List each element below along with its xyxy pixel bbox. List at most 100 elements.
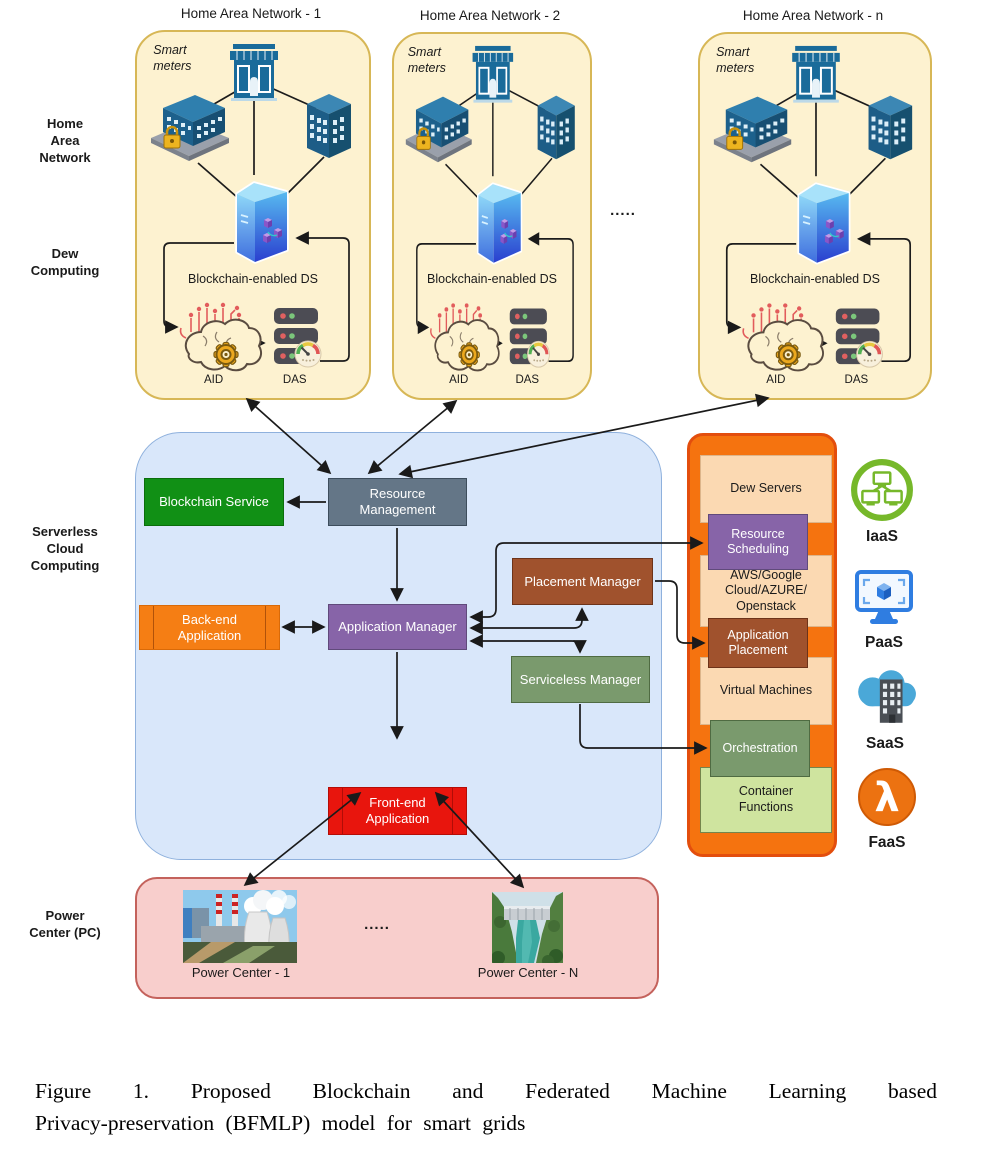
aid-label: AID: [766, 374, 786, 387]
faas-lambda-icon: λ: [858, 768, 916, 826]
smart-meters-label: Smart meters: [153, 42, 192, 73]
label-dew-computing: Dew Computing: [30, 246, 100, 278]
dew-servers-label: Dew Servers: [730, 481, 802, 496]
aid-icon: [742, 303, 824, 372]
dew-server-icon: [477, 182, 523, 265]
orchestration-label: Orchestration: [722, 741, 798, 755]
das-label: DAS: [282, 374, 307, 387]
blockchain-ds-label: Blockchain-enabled DS: [750, 272, 880, 287]
application-placement-label: Application Placement: [727, 628, 789, 657]
saas-cloud-icon: [858, 670, 916, 723]
container-functions-label: Container Functions: [738, 784, 794, 814]
iaas-network-icon: [851, 459, 913, 521]
aid-label: AID: [449, 374, 469, 387]
gear-icon: [775, 342, 801, 368]
application-manager-label: Application Manager: [338, 619, 457, 635]
faas-label: FaaS: [868, 834, 906, 851]
blockchain-service-label: Blockchain Service: [159, 494, 269, 510]
orchestration-node: Orchestration: [710, 720, 810, 777]
han-artwork: [151, 44, 351, 372]
cloud-providers-label: AWS/Google Cloud/AZURE/ Openstack: [725, 567, 807, 613]
tower-building-icon: [537, 95, 575, 160]
serviceless-manager-label: Serviceless Manager: [519, 671, 642, 687]
saas-item: SaaS: [849, 665, 921, 753]
han-box-n: Smart meters Blockchain-enabled DS AID D…: [698, 32, 932, 400]
gear-icon: [458, 342, 480, 368]
application-placement-node: Application Placement: [708, 618, 808, 668]
padlock-icon: [163, 125, 181, 149]
padlock-icon: [726, 127, 744, 150]
frontend-application-node: Front-end Application: [328, 787, 467, 835]
han-artwork: [713, 45, 913, 372]
smart-meters-label: Smart meters: [407, 44, 446, 75]
iaas-label: IaaS: [866, 528, 898, 545]
container-functions-node: Container Functions: [700, 767, 832, 833]
frontend-application-label: Front-end Application: [365, 795, 430, 826]
backend-application-node: Back-end Application: [139, 605, 280, 650]
gauge-icon: [856, 340, 883, 368]
placement-manager-node: Placement Manager: [512, 558, 653, 605]
gauge-icon: [527, 340, 550, 368]
virtual-machines-label: Virtual Machines: [719, 683, 813, 698]
blockchain-cubes-icon: [263, 218, 282, 243]
han-1-title: Home Area Network - 1: [180, 6, 322, 21]
label-home-area-network: Home Area Network: [39, 116, 91, 165]
application-manager-node: Application Manager: [328, 604, 467, 650]
power-center-1-label: Power Center - 1: [191, 965, 291, 980]
blockchain-ds-label: Blockchain-enabled DS: [427, 272, 557, 287]
das-label: DAS: [844, 374, 869, 387]
factory-icon: [405, 96, 472, 163]
das-icon: [835, 308, 883, 368]
storefront-icon: [230, 44, 278, 101]
iaas-item: IaaS: [846, 458, 918, 546]
dew-server-icon: [235, 181, 289, 264]
virtual-machines-node: Virtual Machines: [700, 657, 832, 725]
serviceless-manager-node: Serviceless Manager: [511, 656, 650, 703]
resource-scheduling-label: Resource Scheduling: [727, 527, 789, 556]
resource-management-node: Resource Management: [328, 478, 467, 526]
paas-item: PaaS: [848, 568, 920, 652]
caption-line-2: Privacy-preservation (BFMLP) model for s…: [35, 1111, 526, 1136]
resource-scheduling-node: Resource Scheduling: [708, 514, 808, 570]
label-serverless-cloud-computing: Serverless Cloud Computing: [30, 524, 100, 573]
label-power-center: Power Center (PC): [29, 908, 101, 940]
han-box-1: Smart meters Blockchain-enabled DS AID D…: [135, 30, 371, 400]
storefront-icon: [472, 45, 514, 103]
figure-caption: Figure 1. Proposed Blockchain and Federa…: [35, 1075, 937, 1140]
svg-text:λ: λ: [874, 775, 899, 821]
das-label: DAS: [515, 374, 540, 387]
power-center-n-label: Power Center - N: [477, 965, 579, 980]
blockchain-service-node: Blockchain Service: [144, 478, 284, 526]
tower-building-icon: [307, 94, 351, 158]
aid-icon: [430, 303, 500, 372]
han-n-title: Home Area Network - n: [742, 8, 884, 23]
han-artwork: [405, 45, 575, 372]
paas-label: PaaS: [865, 634, 903, 651]
hydro-dam-image: [492, 892, 563, 963]
aid-label: AID: [203, 374, 224, 387]
power-center-ellipsis-dots: .....: [364, 916, 390, 933]
smart-meters-label: Smart meters: [716, 44, 755, 75]
dew-server-icon: [797, 182, 851, 265]
backend-application-label: Back-end Application: [177, 611, 242, 643]
aid-icon: [179, 302, 263, 372]
das-icon: [509, 308, 550, 368]
blockchain-cubes-icon: [824, 218, 844, 244]
gear-icon: [213, 341, 239, 368]
blockchain-ds-label: Blockchain-enabled DS: [188, 271, 318, 286]
caption-line-1: Figure 1. Proposed Blockchain and Federa…: [35, 1079, 937, 1103]
gauge-icon: [294, 340, 322, 368]
han-2-title: Home Area Network - 2: [419, 8, 561, 23]
paas-monitor-icon: [855, 570, 913, 624]
power-plant-image: [183, 890, 297, 963]
padlock-icon: [416, 127, 431, 150]
tower-building-icon: [868, 95, 913, 160]
das-icon: [274, 308, 322, 368]
faas-item: λ FaaS: [851, 766, 923, 852]
blockchain-cubes-icon: [500, 218, 517, 244]
factory-icon: [151, 95, 229, 161]
placement-manager-label: Placement Manager: [524, 573, 641, 589]
resource-management-label: Resource Management: [359, 486, 436, 517]
saas-label: SaaS: [866, 735, 904, 752]
